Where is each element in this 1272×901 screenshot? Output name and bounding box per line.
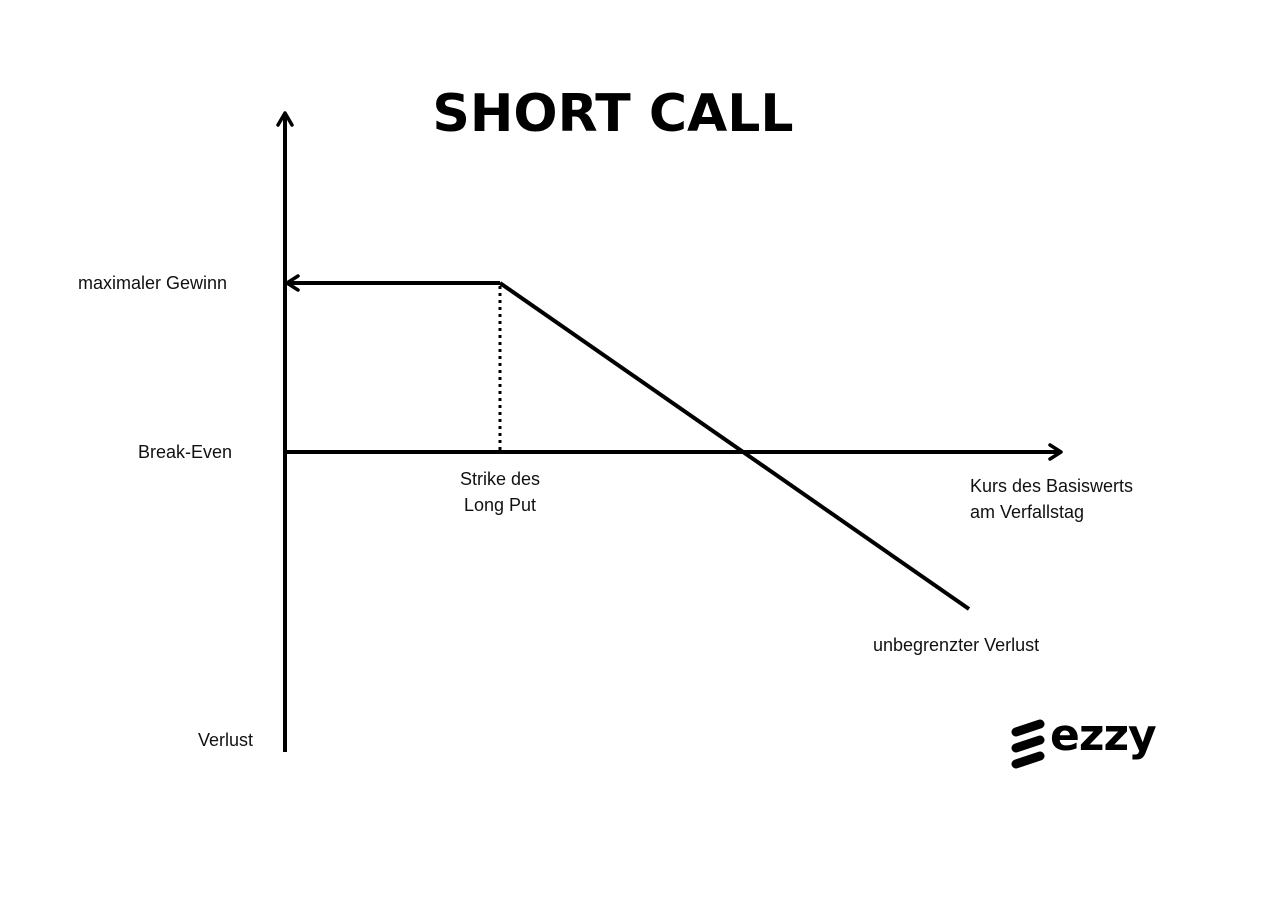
strike-label-line2: Long Put <box>463 495 537 515</box>
ezzy-stripes-icon <box>1011 719 1045 769</box>
break-even-label: Break-Even <box>138 442 233 462</box>
x-axis-arrowhead <box>1048 443 1063 461</box>
loss-label: Verlust <box>198 730 254 750</box>
strike-label: Strike des Long Put <box>440 466 560 518</box>
x-axis-label-line1: Kurs des Basiswerts <box>970 476 1134 496</box>
x-axis-label: Kurs des Basiswerts am Verfallstag <box>970 473 1133 525</box>
y-axis-arrowhead <box>276 111 294 127</box>
strike-label-line1: Strike des <box>459 469 541 489</box>
ezzy-logo-text: ezzy <box>1050 710 1157 761</box>
ezzy-logo: ezzy <box>1010 710 1160 780</box>
diagram-title: SHORT CALL <box>432 84 794 144</box>
max-gain-label: maximaler Gewinn <box>78 273 228 293</box>
unlimited-loss-label: unbegrenzter Verlust <box>873 635 1040 655</box>
payoff-slope-line <box>498 281 971 611</box>
x-axis-label-line2: am Verfallstag <box>970 502 1085 522</box>
max-gain-arrowhead <box>285 274 300 292</box>
